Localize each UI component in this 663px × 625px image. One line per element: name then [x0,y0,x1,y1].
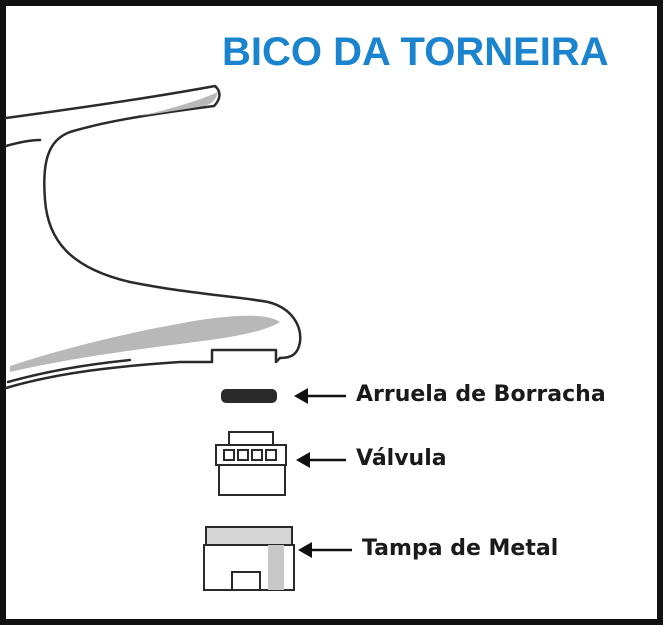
left-arrow-icon [294,388,346,404]
left-arrow-icon [296,452,346,468]
label-rubber-washer: Arruela de Borracha [356,382,606,407]
valve-icon [215,431,287,496]
rubber-washer-icon [221,389,277,403]
faucet-spout-icon [4,84,302,390]
diagram-title: BICO DA TORNEIRA [222,30,609,74]
label-metal-cap: Tampa de Metal [362,536,559,561]
label-valve: Válvula [356,446,447,471]
left-arrow-icon [298,542,352,558]
metal-cap-icon [203,526,295,591]
